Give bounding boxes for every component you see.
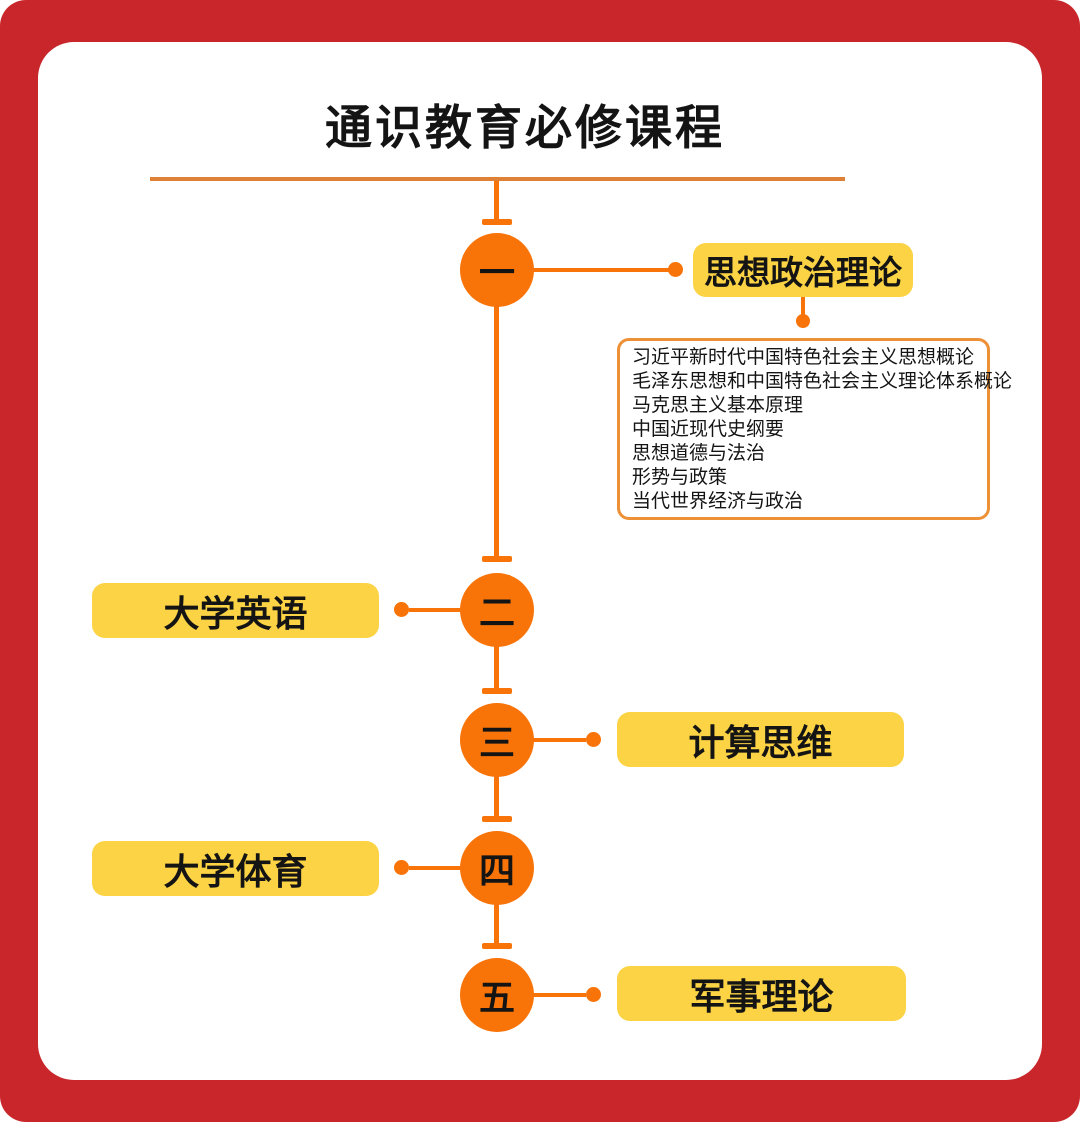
branch-label-college-english: 大学英语 [92, 583, 379, 638]
node-circle-4: 四 [460, 831, 534, 905]
connector-right-5 [532, 993, 586, 997]
branch-label-ideological-politics: 思想政治理论 [693, 243, 913, 297]
node-circle-5: 五 [460, 958, 534, 1032]
course-item: 毛泽东思想和中国特色社会主义理论体系概论 [632, 371, 1013, 392]
connector-left-4 [409, 866, 464, 870]
node-circle-1: 一 [460, 233, 534, 307]
trunk-line-segment-1 [494, 181, 499, 219]
node-circle-2: 二 [460, 573, 534, 647]
connector-dot-4 [394, 860, 409, 875]
branch-label-military-theory: 军事理论 [617, 966, 906, 1021]
connector-dot-2 [394, 602, 409, 617]
trunk-line-cap-5 [482, 943, 512, 949]
connector-dot-1 [668, 262, 683, 277]
connector-dot-3 [586, 732, 601, 747]
trunk-line-cap-4 [482, 816, 512, 822]
connector-right-3 [532, 738, 586, 742]
trunk-line-cap-3 [482, 688, 512, 694]
course-item: 思想道德与法治 [632, 443, 766, 464]
sub-connector-dot-1 [796, 314, 810, 328]
trunk-line-segment-5 [494, 903, 499, 945]
course-list-box: 习近平新时代中国特色社会主义思想概论 毛泽东思想和中国特色社会主义理论体系概论 … [617, 338, 1013, 520]
course-item: 形势与政策 [632, 467, 728, 488]
course-item: 当代世界经济与政治 [632, 491, 804, 512]
connector-right-1 [532, 268, 672, 272]
sub-connector-line-1 [801, 297, 805, 317]
title-underline [150, 177, 845, 181]
trunk-line-segment-4 [494, 775, 499, 818]
trunk-line-segment-3 [494, 645, 499, 690]
page-title: 通识教育必修课程 [325, 101, 725, 154]
connector-left-2 [409, 608, 464, 612]
branch-label-college-pe: 大学体育 [92, 841, 379, 896]
trunk-line-cap-2 [482, 556, 512, 562]
trunk-line-cap-1 [482, 219, 512, 225]
node-circle-3: 三 [460, 703, 534, 777]
course-item: 中国近现代史纲要 [632, 419, 785, 440]
course-item: 习近平新时代中国特色社会主义思想概论 [632, 347, 975, 368]
trunk-line-segment-2 [494, 305, 499, 558]
branch-label-computational-thinking: 计算思维 [617, 712, 904, 767]
content-card [38, 42, 1042, 1080]
course-item: 马克思主义基本原理 [632, 395, 804, 416]
connector-dot-5 [586, 987, 601, 1002]
